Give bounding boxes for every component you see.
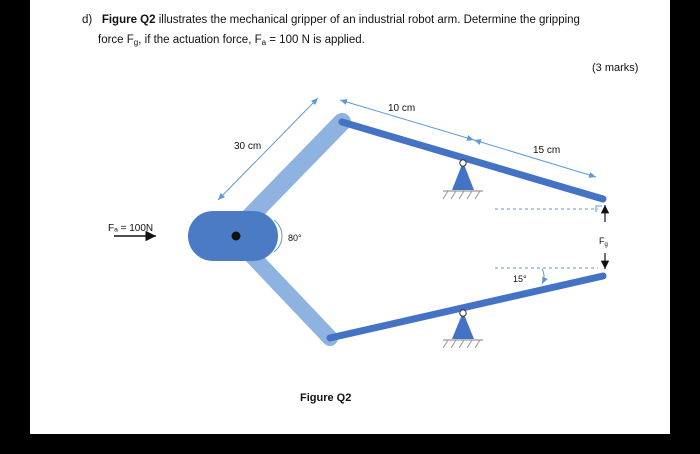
- actuation-force-label: Fₐ = 100N: [108, 223, 153, 234]
- question-page: d) Figure Q2 illustrates the mechanical …: [30, 0, 670, 434]
- dim-right-label: 15 cm: [533, 145, 560, 156]
- angle-15-label: 15°: [513, 274, 527, 284]
- question-text-part2: force F: [98, 34, 134, 46]
- subscript-a: a: [261, 38, 267, 47]
- dim-top-label: 10 cm: [388, 103, 415, 114]
- lower-pivot-support: [442, 309, 483, 349]
- lower-jaw: [326, 272, 607, 342]
- angle-arc-15: [541, 268, 548, 285]
- question-text-part4: = 100 N is applied.: [266, 34, 365, 46]
- gripper-figure: Fₐ = 100N 30 cm 10 cm 15 cm 80°: [108, 97, 610, 349]
- gripping-force-label: Fg: [599, 236, 608, 248]
- question-text-part3: , if the actuation force, F: [138, 34, 262, 46]
- angle-arc-80: [273, 219, 283, 253]
- subscript-g: g: [133, 38, 139, 47]
- figure-reference: Figure Q2: [101, 14, 156, 26]
- question-line-1: d) Figure Q2 illustrates the mechanical …: [82, 11, 580, 30]
- figure-caption: Figure Q2: [300, 392, 352, 404]
- right-angle-mark: [595, 205, 602, 212]
- actuation-pin: [231, 231, 241, 241]
- dim-upper-arm: [217, 97, 319, 201]
- dim-top: [339, 99, 475, 141]
- angle-80-label: 80°: [288, 233, 302, 243]
- question-label: d): [82, 14, 93, 26]
- marks-label: (3 marks): [592, 62, 639, 74]
- dim-right: [473, 139, 597, 178]
- upper-pivot-support: [442, 159, 483, 200]
- dim-upper-arm-label: 30 cm: [234, 141, 261, 152]
- question-text-part1: illustrates the mechanical gripper of an…: [155, 14, 580, 26]
- question-line-2: force Fg, if the actuation force, Fa = 1…: [98, 31, 365, 50]
